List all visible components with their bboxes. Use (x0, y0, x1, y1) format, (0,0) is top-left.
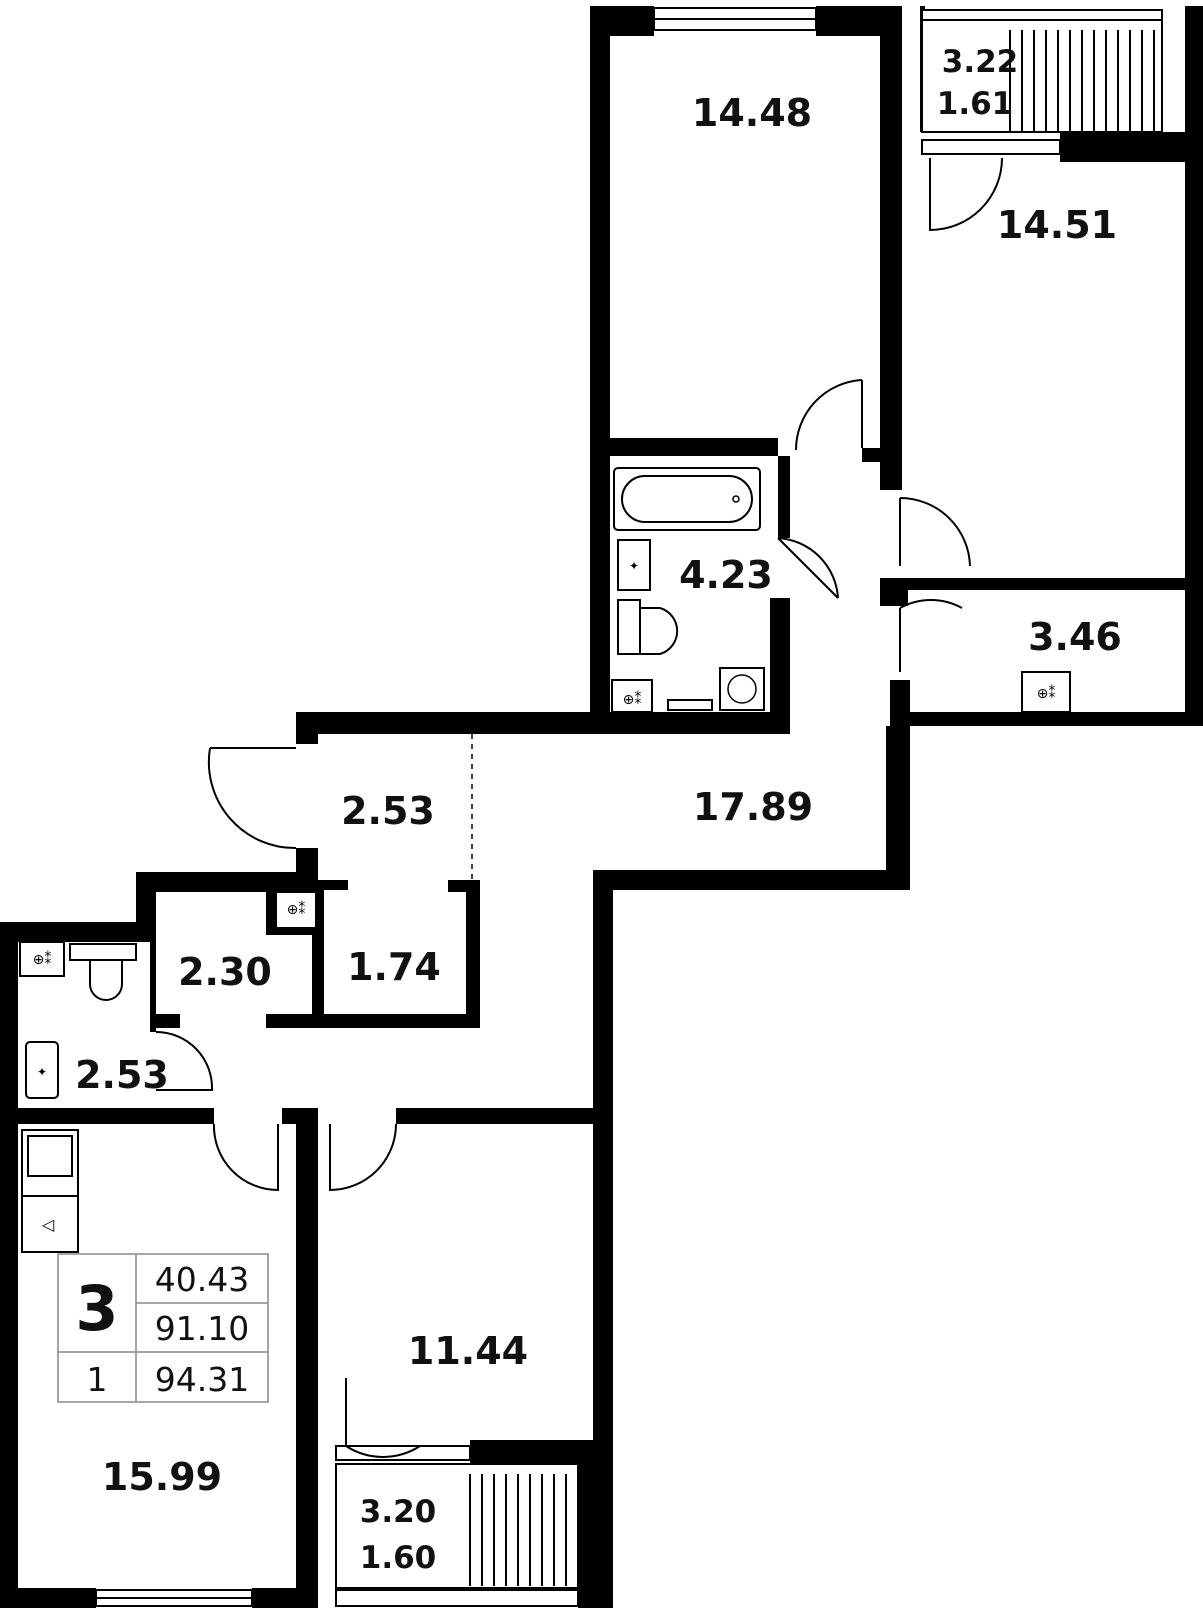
svg-text:⊕⁑: ⊕⁑ (287, 900, 306, 918)
toilet-icon (617, 599, 679, 655)
windows (95, 7, 1163, 1607)
room-area-storage: 3.46 (1028, 615, 1122, 659)
balcony-area-bottom: 3.20 (360, 1494, 437, 1530)
balcony-hatch-bottom (469, 1474, 567, 1586)
fixtures: ✦ ⊕⁑ ⊕⁑ ⊕⁑ ⊕⁑ (19, 467, 1071, 1253)
balcony-coef-bottom: 1.60 (360, 1540, 437, 1576)
water-riser-icon: ⊕⁑ (275, 891, 317, 929)
room-area-corridor: 17.89 (693, 785, 813, 829)
doors (155, 157, 1003, 1458)
room-area-closet-left: 2.30 (178, 950, 272, 994)
total-area: 91.10 (155, 1309, 249, 1348)
water-riser-icon: ⊕⁑ (611, 679, 653, 713)
svg-text:⊕⁑: ⊕⁑ (1037, 684, 1056, 702)
water-riser-icon: ⊕⁑ (1021, 671, 1071, 713)
walls (0, 6, 1203, 1608)
stove-icon: ◁ (21, 1195, 79, 1253)
sink-icon: ✦ (25, 1041, 59, 1099)
washing-machine-icon (719, 667, 765, 711)
sink-icon: ✦ (617, 539, 651, 591)
room-area-wc: 2.53 (75, 1053, 169, 1097)
rooms-count: 3 (75, 1272, 118, 1345)
room-area-hall: 2.53 (341, 789, 435, 833)
kitchen-sink-icon (21, 1129, 79, 1197)
svg-text:✦: ✦ (629, 559, 639, 573)
balcony-area-top: 3.22 (942, 44, 1019, 80)
room-area-bathroom: 4.23 (679, 553, 773, 597)
radiator-icon (667, 699, 713, 711)
summary-table: 3 1 40.43 91.10 94.31 (57, 1253, 269, 1403)
svg-text:⊕⁑: ⊕⁑ (33, 950, 52, 968)
room-area-closet-right: 1.74 (347, 945, 441, 989)
total-with-balcony: 94.31 (155, 1360, 249, 1399)
room-labels: 14.48 3.22 1.61 14.51 4.23 3.46 2.53 17.… (75, 44, 1122, 1576)
toilet-icon (69, 943, 137, 1001)
floor-number: 1 (87, 1360, 108, 1399)
room-area-kitchen: 15.99 (102, 1455, 222, 1499)
water-riser-icon: ⊕⁑ (19, 941, 65, 977)
balcony-hatch-top (1009, 30, 1155, 132)
svg-text:✦: ✦ (37, 1065, 47, 1079)
room-area-bedroom-bottom: 11.44 (408, 1329, 528, 1373)
svg-text:◁: ◁ (41, 1215, 55, 1234)
room-area-bedroom-top-left: 14.48 (692, 91, 812, 135)
living-area: 40.43 (155, 1260, 249, 1299)
bathtub-icon (613, 467, 761, 531)
room-area-bedroom-top-right: 14.51 (997, 203, 1117, 247)
svg-text:⊕⁑: ⊕⁑ (623, 690, 642, 708)
balcony-coef-top: 1.61 (937, 86, 1014, 122)
